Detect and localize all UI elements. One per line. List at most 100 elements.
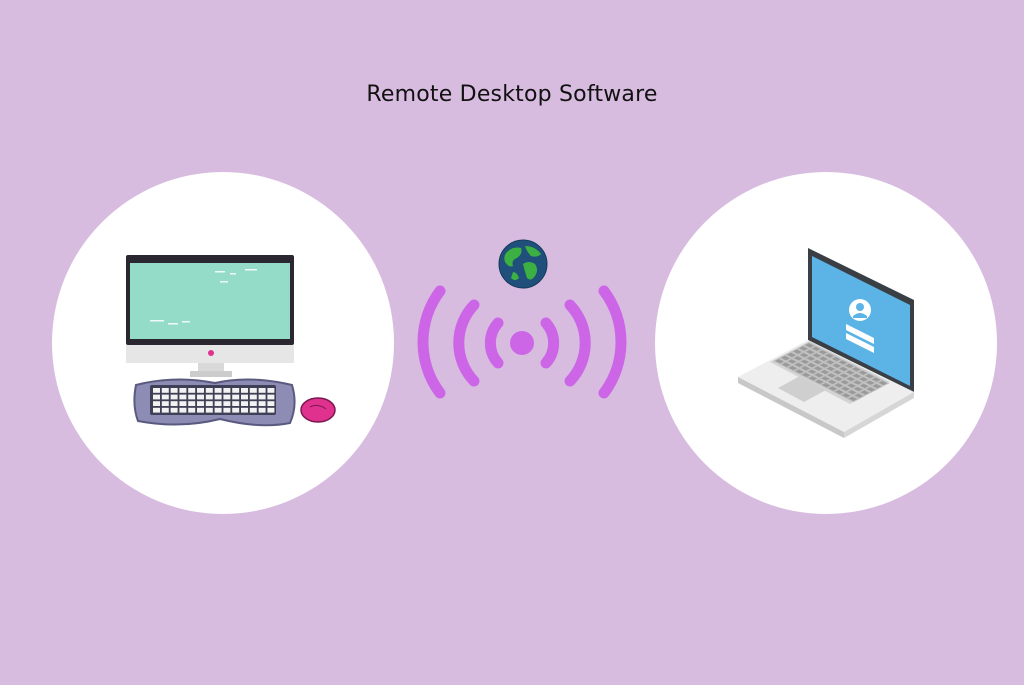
laptop-key: [856, 369, 870, 377]
laptop-key: [844, 382, 859, 389]
laptop-key: [876, 379, 890, 387]
keyboard-key: [267, 401, 275, 406]
keyboard-key: [232, 401, 240, 406]
keyboard-key: [223, 394, 231, 400]
laptop-key: [829, 355, 843, 363]
laptop-key: [791, 355, 805, 362]
laptop-key: [863, 379, 877, 387]
keyboard-key: [214, 394, 222, 400]
keyboard-key: [161, 394, 169, 400]
laptop-key: [832, 382, 846, 389]
laptop-key: [824, 372, 839, 379]
laptop-key: [862, 372, 877, 380]
laptop-key: [869, 376, 883, 383]
laptop-key: [798, 358, 812, 366]
laptop-key: [851, 385, 865, 393]
laptop-key: [792, 361, 806, 369]
laptop-key: [823, 358, 837, 366]
globe-icon: [498, 239, 548, 289]
laptop-key: [802, 342, 817, 349]
laptop-key: [825, 378, 839, 386]
laptop-key: [778, 354, 793, 362]
laptop-key: [864, 386, 878, 393]
laptop-key: [785, 358, 799, 365]
keyboard-key: [267, 394, 275, 400]
laptop-key: [819, 381, 833, 389]
keyboard-key: [214, 407, 222, 413]
laptop-key: [812, 378, 827, 386]
laptop-key: [803, 348, 817, 356]
laptop-key: [798, 365, 813, 372]
laptop-key: [816, 355, 831, 363]
keyboard-key: [161, 401, 169, 406]
laptop-key: [838, 385, 853, 393]
keyboard-key: [179, 394, 187, 400]
laptop-key: [836, 365, 851, 373]
keyboard-key: [258, 394, 266, 400]
laptop-key: [784, 351, 799, 359]
keyboard-key: [258, 388, 266, 393]
keyboard-key: [188, 401, 196, 406]
keyboard-key: [249, 388, 257, 393]
laptop-key: [857, 382, 871, 390]
keyboard-key: [249, 394, 257, 400]
keyboard-key: [223, 407, 231, 413]
laptop-key: [837, 372, 851, 379]
laptop-key: [816, 348, 830, 356]
laptop-key: [817, 362, 831, 369]
keyboard-key: [241, 401, 248, 406]
laptop-key: [786, 364, 800, 372]
desktop-computer-icon: [126, 255, 336, 427]
keyboard-key: [161, 388, 169, 393]
laptop-key: [796, 345, 811, 352]
keyboard-key: [153, 388, 160, 393]
keyboard-key: [170, 388, 178, 393]
laptop-key: [856, 376, 871, 383]
keyboard-key: [197, 394, 204, 400]
keyboard-key: [205, 401, 213, 406]
keyboard-key: [153, 394, 160, 400]
keyboard-key: [223, 388, 231, 393]
laptop-key: [818, 368, 832, 376]
laptop-key: [822, 352, 837, 359]
laptop-key: [824, 365, 838, 373]
keyboard-key: [197, 401, 204, 406]
laptop-key: [845, 388, 859, 396]
keyboard-key: [267, 407, 275, 413]
laptop-key: [839, 392, 853, 399]
laptop-key: [858, 389, 872, 396]
keyboard-key: [214, 401, 222, 406]
keyboard-key: [188, 388, 196, 393]
laptop-key: [831, 375, 845, 383]
laptop-key: [810, 358, 825, 366]
keyboard-key: [188, 394, 196, 400]
laptop-key: [850, 379, 865, 386]
keyboard-key: [170, 394, 178, 400]
keyboard-key: [197, 407, 204, 413]
keyboard-key: [188, 407, 196, 413]
laptop-key: [818, 375, 833, 382]
keyboard-key: [179, 388, 187, 393]
keyboard-key: [197, 388, 204, 393]
keyboard-key: [170, 401, 178, 406]
keyboard-key: [223, 401, 231, 406]
keyboard-key: [153, 407, 160, 413]
keyboard-key: [249, 401, 257, 406]
laptop-key: [870, 382, 884, 390]
keyboard-key: [153, 401, 160, 406]
laptop-key: [842, 362, 857, 370]
laptop-key: [810, 352, 824, 359]
laptop-key: [804, 361, 819, 369]
keyboard-key: [232, 394, 240, 400]
laptop-key: [849, 366, 863, 373]
laptop-key: [812, 371, 826, 379]
laptop-key: [836, 359, 850, 366]
laptop-key: [832, 388, 847, 396]
keyboard-key: [205, 407, 213, 413]
laptop-key: [852, 392, 866, 399]
keyboard-key: [241, 394, 248, 400]
laptop-key: [804, 355, 818, 362]
user-profile-icon: [846, 299, 874, 353]
keyboard-key: [179, 407, 187, 413]
